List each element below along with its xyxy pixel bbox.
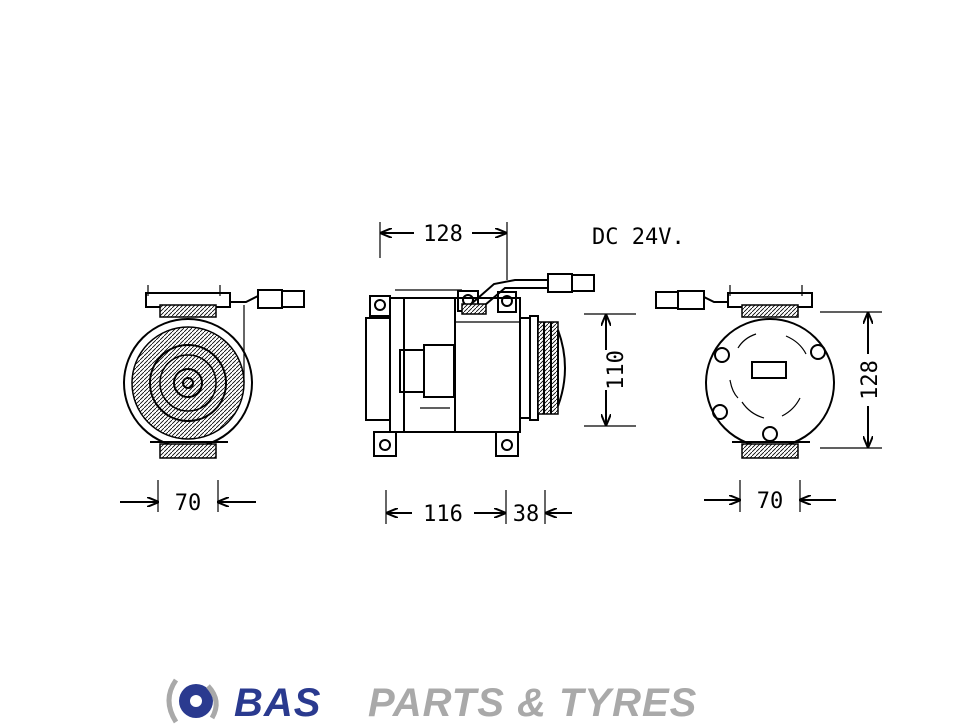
voltage-label: DC 24V.	[592, 225, 685, 250]
brand-mark-icon	[166, 678, 219, 724]
dim-left-width: 70	[175, 491, 202, 516]
dim-center-height: 110	[604, 350, 629, 390]
center-side-view: 128 DC 24V.	[365, 222, 685, 527]
brand-name-primary: BAS	[234, 681, 321, 725]
dim-right-width: 70	[757, 489, 784, 514]
dim-center-top-length: 128	[423, 222, 463, 247]
dim-center-body-length: 116	[423, 502, 463, 527]
right-rear-view: 128 70	[655, 285, 883, 514]
left-front-view: 70	[120, 285, 305, 516]
dim-center-pulley-length: 38	[513, 502, 540, 527]
brand-name-secondary: PARTS & TYRES	[368, 681, 697, 725]
brand-logo: BAS PARTS & TYRES	[166, 678, 697, 725]
dim-right-height: 128	[858, 360, 883, 400]
